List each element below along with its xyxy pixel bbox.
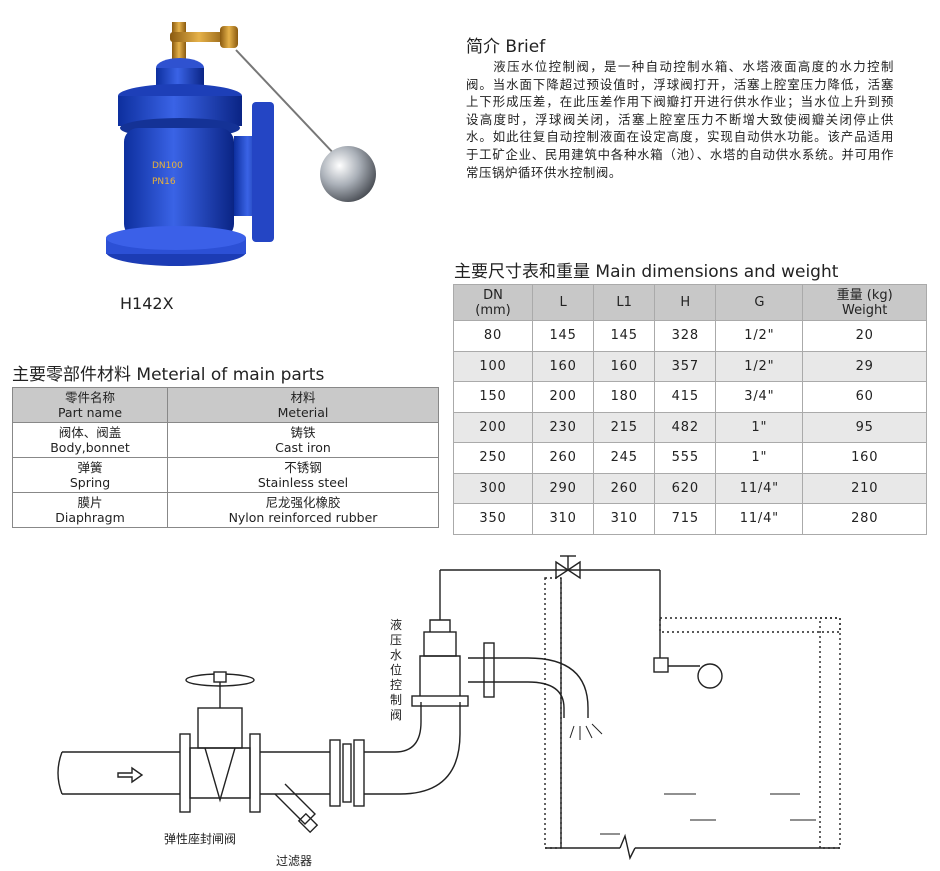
table-cell: 20 [802, 320, 927, 352]
filter-label: 过滤器 [276, 854, 313, 868]
flow-arrow-icon [117, 766, 144, 784]
table-cell: 415 [654, 381, 717, 413]
installation-diagram [57, 555, 841, 861]
valve-product-image: DN100 PN16 [106, 22, 376, 266]
table-cell: 200 [452, 411, 534, 443]
control-valve-label: 液压水位控制阀 [389, 618, 402, 722]
table-cell: 200 [532, 381, 595, 413]
table-cell: 260 [593, 472, 656, 504]
level-control-valve [411, 570, 589, 709]
inlet-pipe [57, 751, 180, 795]
y-strainer [260, 739, 365, 834]
dimensions-title: 主要尺寸表和重量 Main dimensions and weight [454, 262, 839, 282]
riser-pipe [364, 702, 461, 795]
table-cell: 160 [532, 350, 595, 382]
table-cell: 280 [802, 503, 927, 535]
material-header-en: Meterial [277, 405, 329, 420]
dimensions-header-row: DN(mm) L L1 H G 重量 (kg)Weight [452, 284, 927, 321]
table-cell: 1" [715, 442, 804, 474]
brief-title: 简介 Brief [466, 37, 546, 57]
gate-valve [179, 671, 261, 813]
table-cell: 230 [532, 411, 595, 443]
table-cell: 310 [532, 503, 595, 535]
table-cell: 260 [532, 442, 595, 474]
table-cell: 210 [802, 472, 927, 504]
table-cell: 555 [654, 442, 717, 474]
table-cell: 250 [452, 442, 534, 474]
table-cell: 29 [802, 350, 927, 382]
table-cell: 215 [593, 411, 656, 443]
table-cell: 1/2" [715, 320, 804, 352]
table-cell: 357 [654, 350, 717, 382]
material-header-cn: 材料 [290, 390, 316, 405]
table-cell: 1/2" [715, 350, 804, 382]
table-cell: 3/4" [715, 381, 804, 413]
water-level-marks [600, 793, 816, 835]
table-cell: 150 [452, 381, 534, 413]
part-header-en: Part name [57, 405, 123, 420]
table-cell: 290 [532, 472, 595, 504]
table-cell: 160 [593, 350, 656, 382]
part-header-cn: 零件名称 [64, 390, 115, 405]
gate-valve-label: 弹性座封闸阀 [164, 832, 237, 846]
pilot-line [440, 555, 661, 666]
table-cell: 1" [715, 411, 804, 443]
table-cell: 145 [532, 320, 595, 352]
table-cell: 328 [654, 320, 717, 352]
materials-title: 主要零部件材料 Meterial of main parts [12, 365, 325, 385]
table-cell: 11/4" [715, 503, 804, 535]
table-cell: 310 [593, 503, 656, 535]
brief-text: 液压水位控制阀，是一种自动控制水箱、水塔液面高度的水力控制阀。当水面下降超过预设… [466, 59, 894, 180]
table-cell: 715 [654, 503, 717, 535]
table-cell: 160 [802, 442, 927, 474]
table-cell: 180 [593, 381, 656, 413]
water-spray [569, 723, 603, 740]
table-cell: 350 [452, 503, 534, 535]
table-cell: 620 [654, 472, 717, 504]
table-cell: 145 [593, 320, 656, 352]
product-model: H142X [120, 294, 174, 313]
table-cell: 60 [802, 381, 927, 413]
table-cell: 245 [593, 442, 656, 474]
table-cell: 300 [452, 472, 534, 504]
float-ball [653, 657, 723, 689]
svg-text:PN16: PN16 [152, 177, 176, 187]
table-cell: 95 [802, 411, 927, 443]
valve-plate-text: DN100 [152, 161, 183, 171]
water-tank [544, 577, 841, 861]
table-cell: 100 [452, 350, 534, 382]
table-cell: 482 [654, 411, 717, 443]
table-cell: 11/4" [715, 472, 804, 504]
table-cell: 80 [452, 320, 534, 352]
